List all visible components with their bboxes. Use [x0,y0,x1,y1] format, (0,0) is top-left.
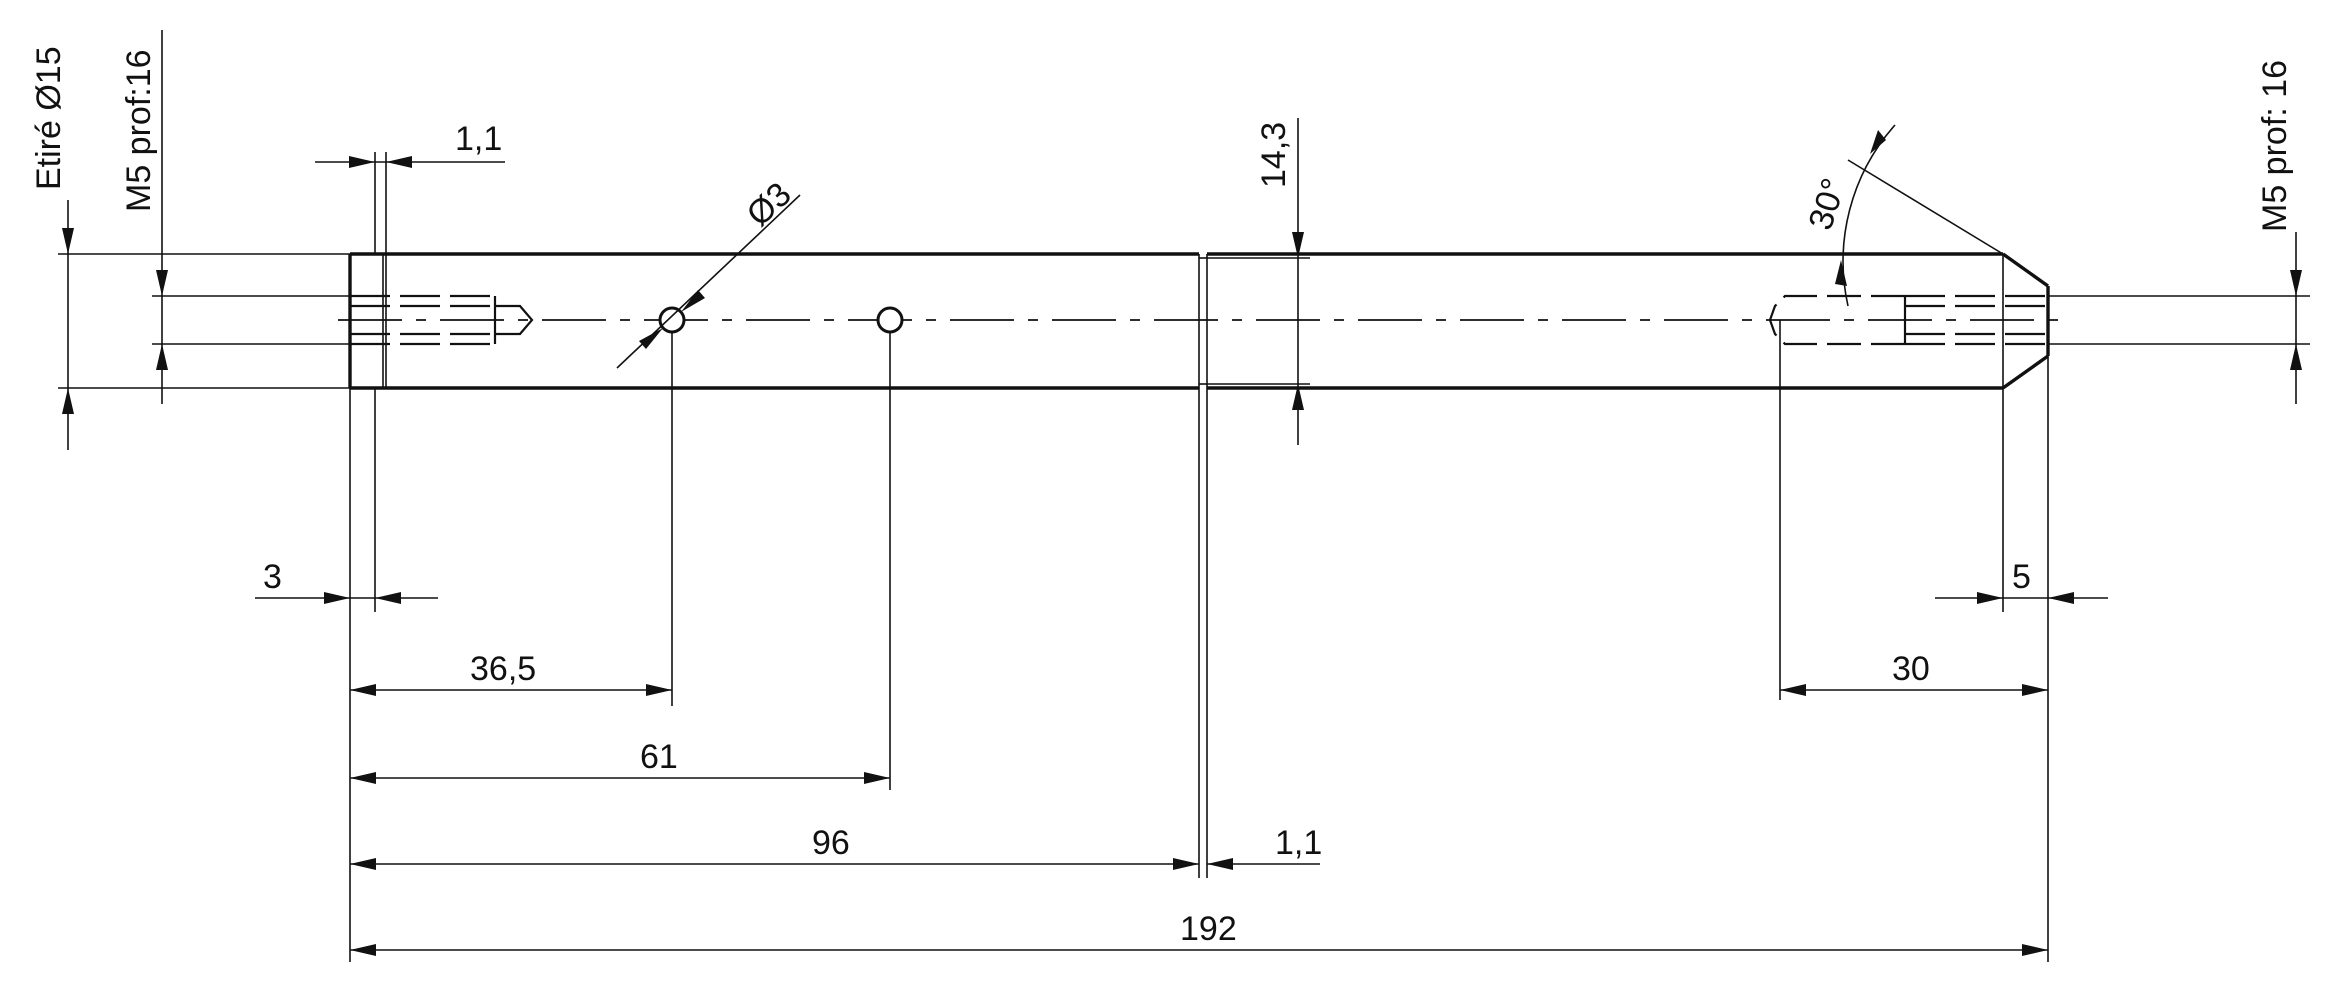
label-3: 3 [263,558,282,596]
label-5: 5 [2012,558,2031,596]
left-threaded-hole [350,294,534,346]
dim-m5-right: M5 prof: 16 [2048,60,2310,404]
label-m5-left: M5 prof:16 [120,49,158,212]
dim-1-1-bottom: 1,1 [1207,824,1322,870]
label-14-3: 14,3 [1255,122,1293,188]
label-30: 30 [1892,650,1930,688]
label-etire: Etiré Ø15 [30,46,68,190]
shaft-body [348,252,2050,390]
label-1-1-top: 1,1 [455,120,502,158]
dim-30deg: 30° [1801,124,2004,307]
dim-36-5: 36,5 [350,650,672,696]
label-m5-right: M5 prof: 16 [2256,60,2294,232]
dim-96: 96 [350,824,1199,870]
label-61: 61 [640,738,678,776]
dim-1-1-top: 1,1 [315,120,505,254]
extension-lines [349,320,2049,962]
dim-etire: Etiré Ø15 [30,46,350,450]
label-96: 96 [812,824,850,862]
label-36-5: 36,5 [470,650,536,688]
dim-61: 61 [350,738,890,784]
dim-192: 192 [350,910,2048,956]
cross-hole-2 [876,306,904,334]
label-phi3: Ø3 [740,175,799,234]
label-1-1-bottom: 1,1 [1275,824,1322,862]
dim-14-3: 14,3 [1207,118,1310,445]
dim-m5-left: M5 prof:16 [120,30,350,404]
dim-phi3: Ø3 [616,175,801,369]
right-threaded-hole [1768,294,2048,346]
dim-5: 5 [1935,558,2108,604]
cross-hole-1 [658,306,686,334]
label-192: 192 [1180,910,1237,948]
dim-30: 30 [1780,650,2048,696]
dim-3: 3 [255,558,438,604]
